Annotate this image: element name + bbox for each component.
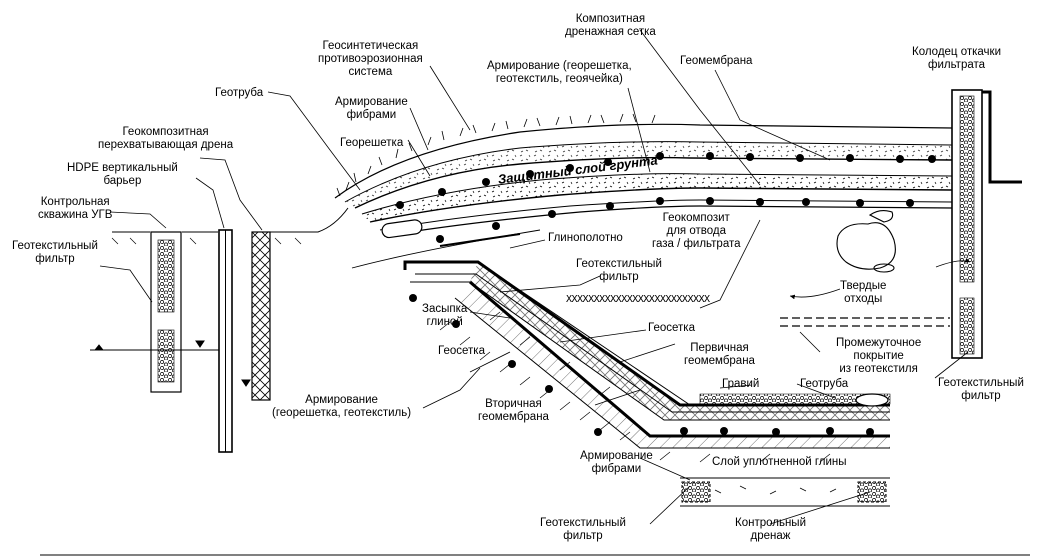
label-geotextile-filter-bottom: Геотекстильный фильтр [540, 517, 626, 542]
label-geotube-bottom: Геотруба [800, 378, 849, 390]
label-fiber-reinforcement-top: Армирование фибрами [335, 96, 408, 121]
leachate-well-shape [951, 89, 1022, 359]
label-hdpe-barrier: HDPE вертикальный барьер [67, 162, 178, 187]
geotube-pipe [855, 393, 889, 407]
label-intermediate-cover: Промежуточное покрытие из геотекстиля [836, 337, 922, 375]
label-fiber-reinforcement-bottom: Армирование фибрами [580, 450, 653, 475]
intermediate-cover [780, 317, 950, 327]
label-solid-waste: Твердые отходы [840, 280, 887, 305]
label-geotextile-filter-left: Геотекстильный фильтр [12, 240, 98, 265]
cap-speckle-fill [362, 173, 952, 222]
label-geotextile-filter-right: Геотекстильный фильтр [938, 377, 1024, 402]
leader-lines [99, 29, 971, 525]
label-geogrid-mid: Геосетка [438, 345, 485, 357]
label-geotextile-filter-mid: Геотекстильный фильтр [576, 258, 662, 283]
label-clay-liner: Глинополотно [548, 232, 623, 244]
solid-waste-bag [836, 209, 896, 273]
ground-hatch [439, 311, 831, 463]
label-gas-geocomposite: Геокомпозит для отвода газа / фильтрата [652, 212, 741, 250]
label-monitoring-well: Контрольная скважина УГВ [38, 196, 113, 221]
label-reinforcement-top: Армирование (георешетка, геотекстиль, ге… [487, 60, 632, 85]
label-geomembrane: Геомембрана [680, 55, 753, 67]
label-clay-backfill: Засыпка глиной [422, 303, 468, 328]
geotube-column [251, 231, 271, 401]
clay-hatch [455, 282, 890, 448]
hdpe-barrier-shape [218, 229, 233, 453]
pattern-strip: XXXXXXXXXXXXXXXXXXXXXXXXXX [566, 294, 710, 305]
toe-pipe [381, 219, 423, 239]
label-composite-drain-net: Композитная дренажная сетка [565, 13, 656, 38]
label-geocomposite-interceptor: Геокомпозитная перехватывающая дрена [98, 126, 234, 151]
slope-dots [409, 294, 874, 436]
label-geogrid-top: Георешетка [340, 137, 404, 149]
label-monitoring-drain: Контрольный дренаж [735, 517, 806, 542]
cap-anchor-dots [396, 152, 936, 243]
label-primary-geomembrane: Первичная геомембрана [684, 342, 755, 367]
label-secondary-geomembrane: Вторичная геомембрана [478, 398, 549, 423]
label-compacted-clay: Слой уплотненной глины [712, 456, 847, 468]
label-gravel: Гравий [722, 378, 760, 390]
label-reinforcement-mid: Армирование (георешетка, геотекстиль) [272, 394, 412, 419]
label-geotube: Геотруба [215, 87, 264, 99]
label-geosynthetic-erosion: Геосинтетическая противоэрозионная систе… [318, 40, 423, 78]
label-geonet: Геосетка [648, 322, 695, 334]
monitoring-well-shape [150, 231, 182, 393]
bottom-drain-layer [680, 477, 890, 507]
liner-hatch-fill [470, 262, 890, 420]
water-table [90, 340, 251, 387]
gravel-layer [699, 393, 891, 405]
vegetation [336, 113, 656, 197]
clay-liner-curve [351, 229, 541, 269]
ground-surface [111, 207, 349, 245]
label-leachate-well: Колодец откачки фильтрата [912, 46, 1001, 71]
